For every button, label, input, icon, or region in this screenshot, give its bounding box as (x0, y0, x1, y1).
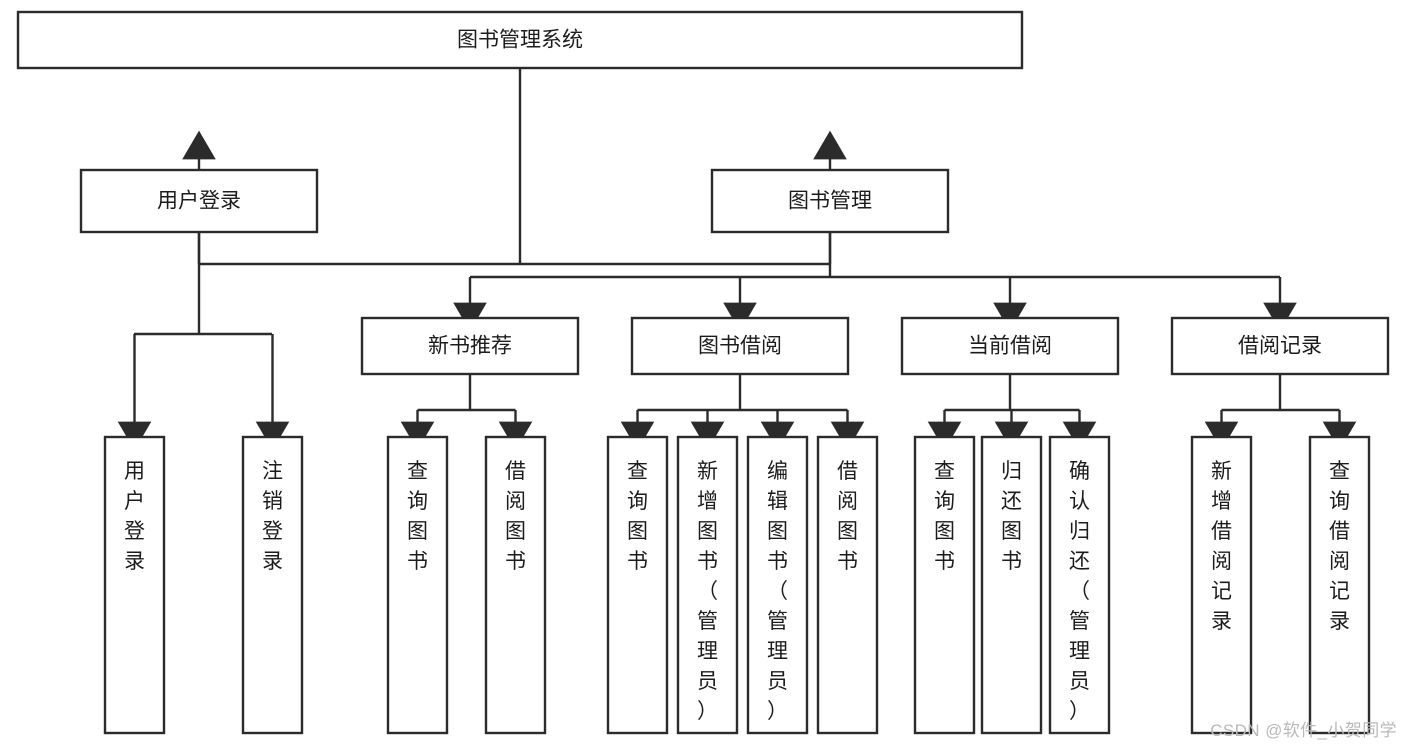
node-label: 查询图书 (407, 460, 428, 573)
node-label: 借阅记录 (1238, 335, 1322, 358)
leaf-node[interactable]: 借阅图书 (484, 435, 547, 735)
level2-node[interactable]: 图书管理 (710, 168, 950, 234)
leaf-node[interactable]: 新增图书（管理员） (676, 435, 739, 735)
level2-box[interactable] (79, 168, 319, 234)
leaf-node[interactable]: 查询借阅记录 (1308, 435, 1371, 735)
node-label: 用户登录 (124, 460, 145, 573)
node-label: 确认归还（管理员） (1069, 460, 1090, 723)
leaf-box[interactable] (746, 435, 809, 735)
nodes-layer: 图书管理系统用户登录图书管理新书推荐图书借阅当前借阅借阅记录用户登录注销登录查询… (16, 10, 1390, 735)
level3-box[interactable] (1170, 316, 1390, 376)
node-label: 借阅图书 (505, 460, 526, 573)
leaf-box[interactable] (606, 435, 669, 735)
leaf-node[interactable]: 查询图书 (913, 435, 976, 735)
level3-node[interactable]: 新书推荐 (360, 316, 580, 376)
leaf-node[interactable]: 确认归还（管理员） (1048, 435, 1111, 735)
leaf-box[interactable] (386, 435, 449, 735)
leaf-box[interactable] (1190, 435, 1253, 735)
level2-box[interactable] (710, 168, 950, 234)
leaf-box[interactable] (816, 435, 879, 735)
node-label: 注销登录 (262, 460, 283, 573)
level3-node[interactable]: 当前借阅 (900, 316, 1120, 376)
leaf-node[interactable]: 查询图书 (386, 435, 449, 735)
node-label: 图书借阅 (698, 335, 782, 358)
level3-box[interactable] (630, 316, 850, 376)
level3-box[interactable] (900, 316, 1120, 376)
leaf-box[interactable] (980, 435, 1043, 735)
leaf-node[interactable]: 查询图书 (606, 435, 669, 735)
leaf-node[interactable]: 注销登录 (241, 435, 304, 735)
leaf-box[interactable] (241, 435, 304, 735)
node-label: 归还图书 (1001, 460, 1022, 573)
leaf-node[interactable]: 借阅图书 (816, 435, 879, 735)
node-label: 查询图书 (934, 460, 955, 573)
node-label: 查询图书 (627, 460, 648, 573)
level3-node[interactable]: 借阅记录 (1170, 316, 1390, 376)
node-label: 用户登录 (157, 190, 241, 213)
node-label: 查询借阅记录 (1329, 460, 1350, 633)
node-label: 图书管理系统 (457, 29, 583, 52)
leaf-node[interactable]: 归还图书 (980, 435, 1043, 735)
root-box[interactable] (16, 10, 1024, 70)
leaf-node[interactable]: 编辑图书（管理员） (746, 435, 809, 735)
node-label: 新书推荐 (428, 335, 512, 358)
leaf-node[interactable]: 用户登录 (103, 435, 166, 735)
node-label: 当前借阅 (968, 335, 1052, 358)
node-label: 新增图书（管理员） (697, 460, 718, 723)
level2-node[interactable]: 用户登录 (79, 168, 319, 234)
node-label: 借阅图书 (837, 460, 858, 573)
leaf-box[interactable] (1048, 435, 1111, 735)
leaf-box[interactable] (913, 435, 976, 735)
level3-box[interactable] (360, 316, 580, 376)
root-node[interactable]: 图书管理系统 (16, 10, 1024, 70)
leaf-node[interactable]: 新增借阅记录 (1190, 435, 1253, 735)
leaf-box[interactable] (1308, 435, 1371, 735)
leaf-box[interactable] (103, 435, 166, 735)
level3-node[interactable]: 图书借阅 (630, 316, 850, 376)
leaf-box[interactable] (676, 435, 739, 735)
node-label: 编辑图书（管理员） (767, 460, 788, 723)
leaf-box[interactable] (484, 435, 547, 735)
node-label: 图书管理 (788, 190, 872, 213)
edges-layer (117, 68, 1357, 451)
node-label: 新增借阅记录 (1211, 460, 1232, 633)
